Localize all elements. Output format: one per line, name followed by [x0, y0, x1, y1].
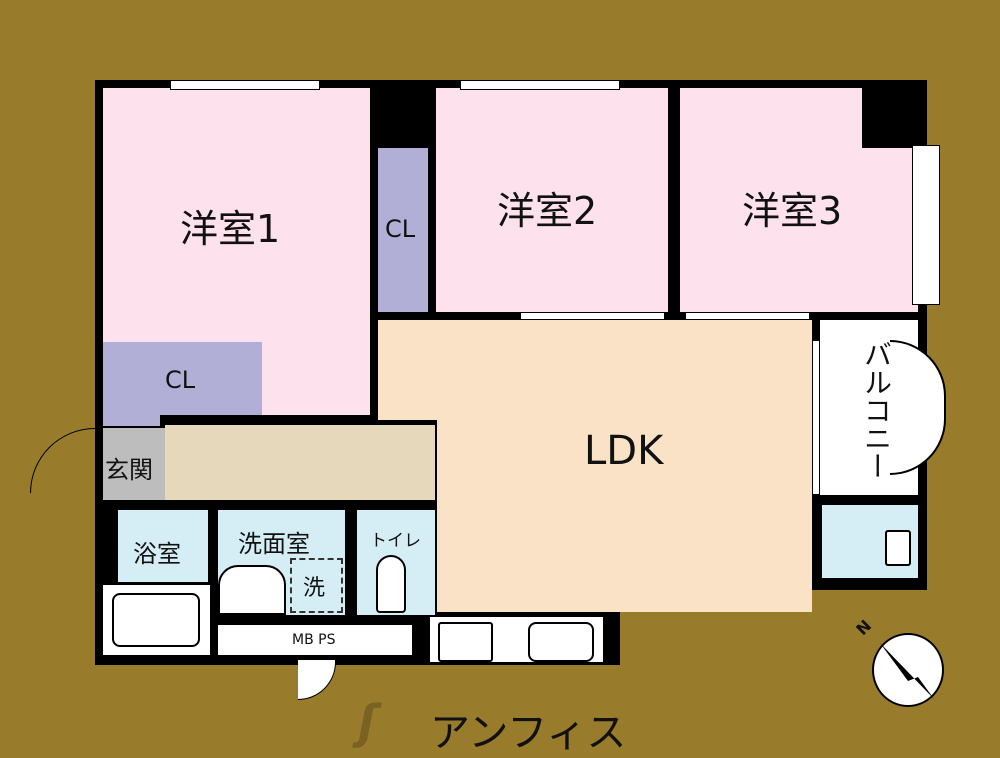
- toilet-bowl: [376, 555, 406, 613]
- bathtub: [112, 593, 200, 647]
- label-ldk: LDK: [584, 428, 664, 474]
- washer-space: [290, 558, 343, 613]
- closet1-shelf: [103, 398, 160, 426]
- closet2: [378, 148, 428, 312]
- room-ldk: [378, 320, 812, 420]
- window: [170, 80, 320, 90]
- pillar: [862, 88, 920, 148]
- logo-text: アンフィス: [430, 710, 627, 756]
- sink-icon: [528, 622, 594, 662]
- label-western1: 洋室1: [180, 207, 281, 251]
- hallway: [165, 425, 435, 500]
- label-western2: 洋室2: [497, 189, 598, 233]
- room-western2: [436, 88, 668, 312]
- label-entrance: 玄関: [105, 456, 153, 484]
- window: [685, 312, 810, 320]
- label-balcony: バルコニー: [860, 340, 893, 480]
- room-bath: [118, 510, 208, 582]
- window: [812, 340, 820, 495]
- window: [520, 312, 665, 320]
- label-washer: 洗: [303, 576, 326, 601]
- front-door[interactable]: [30, 428, 100, 493]
- room-ldk-lower: [437, 415, 812, 612]
- compass-icon: [872, 633, 944, 707]
- label-bath: 浴室: [133, 540, 181, 568]
- room-entrance: [103, 428, 165, 500]
- logo-mark-icon: ʃ: [358, 695, 378, 749]
- label-toilet: トイレ: [370, 531, 421, 551]
- stove-icon: [438, 622, 493, 662]
- balcony-bay: [890, 340, 946, 475]
- mbps-space: [218, 625, 412, 655]
- label-mbps: MB PS: [292, 632, 336, 648]
- window: [460, 80, 620, 90]
- kitchen-counter: [430, 617, 603, 662]
- wash-basin: [218, 565, 286, 615]
- storage-box: [885, 530, 911, 566]
- label-washroom: 洗面室: [238, 530, 310, 558]
- compass-needle-icon: [880, 643, 934, 699]
- label-closet2: CL: [385, 215, 416, 243]
- ps-door[interactable]: [298, 660, 336, 700]
- label-western3: 洋室3: [742, 189, 843, 233]
- window: [912, 145, 940, 305]
- label-closet1: CL: [165, 366, 196, 394]
